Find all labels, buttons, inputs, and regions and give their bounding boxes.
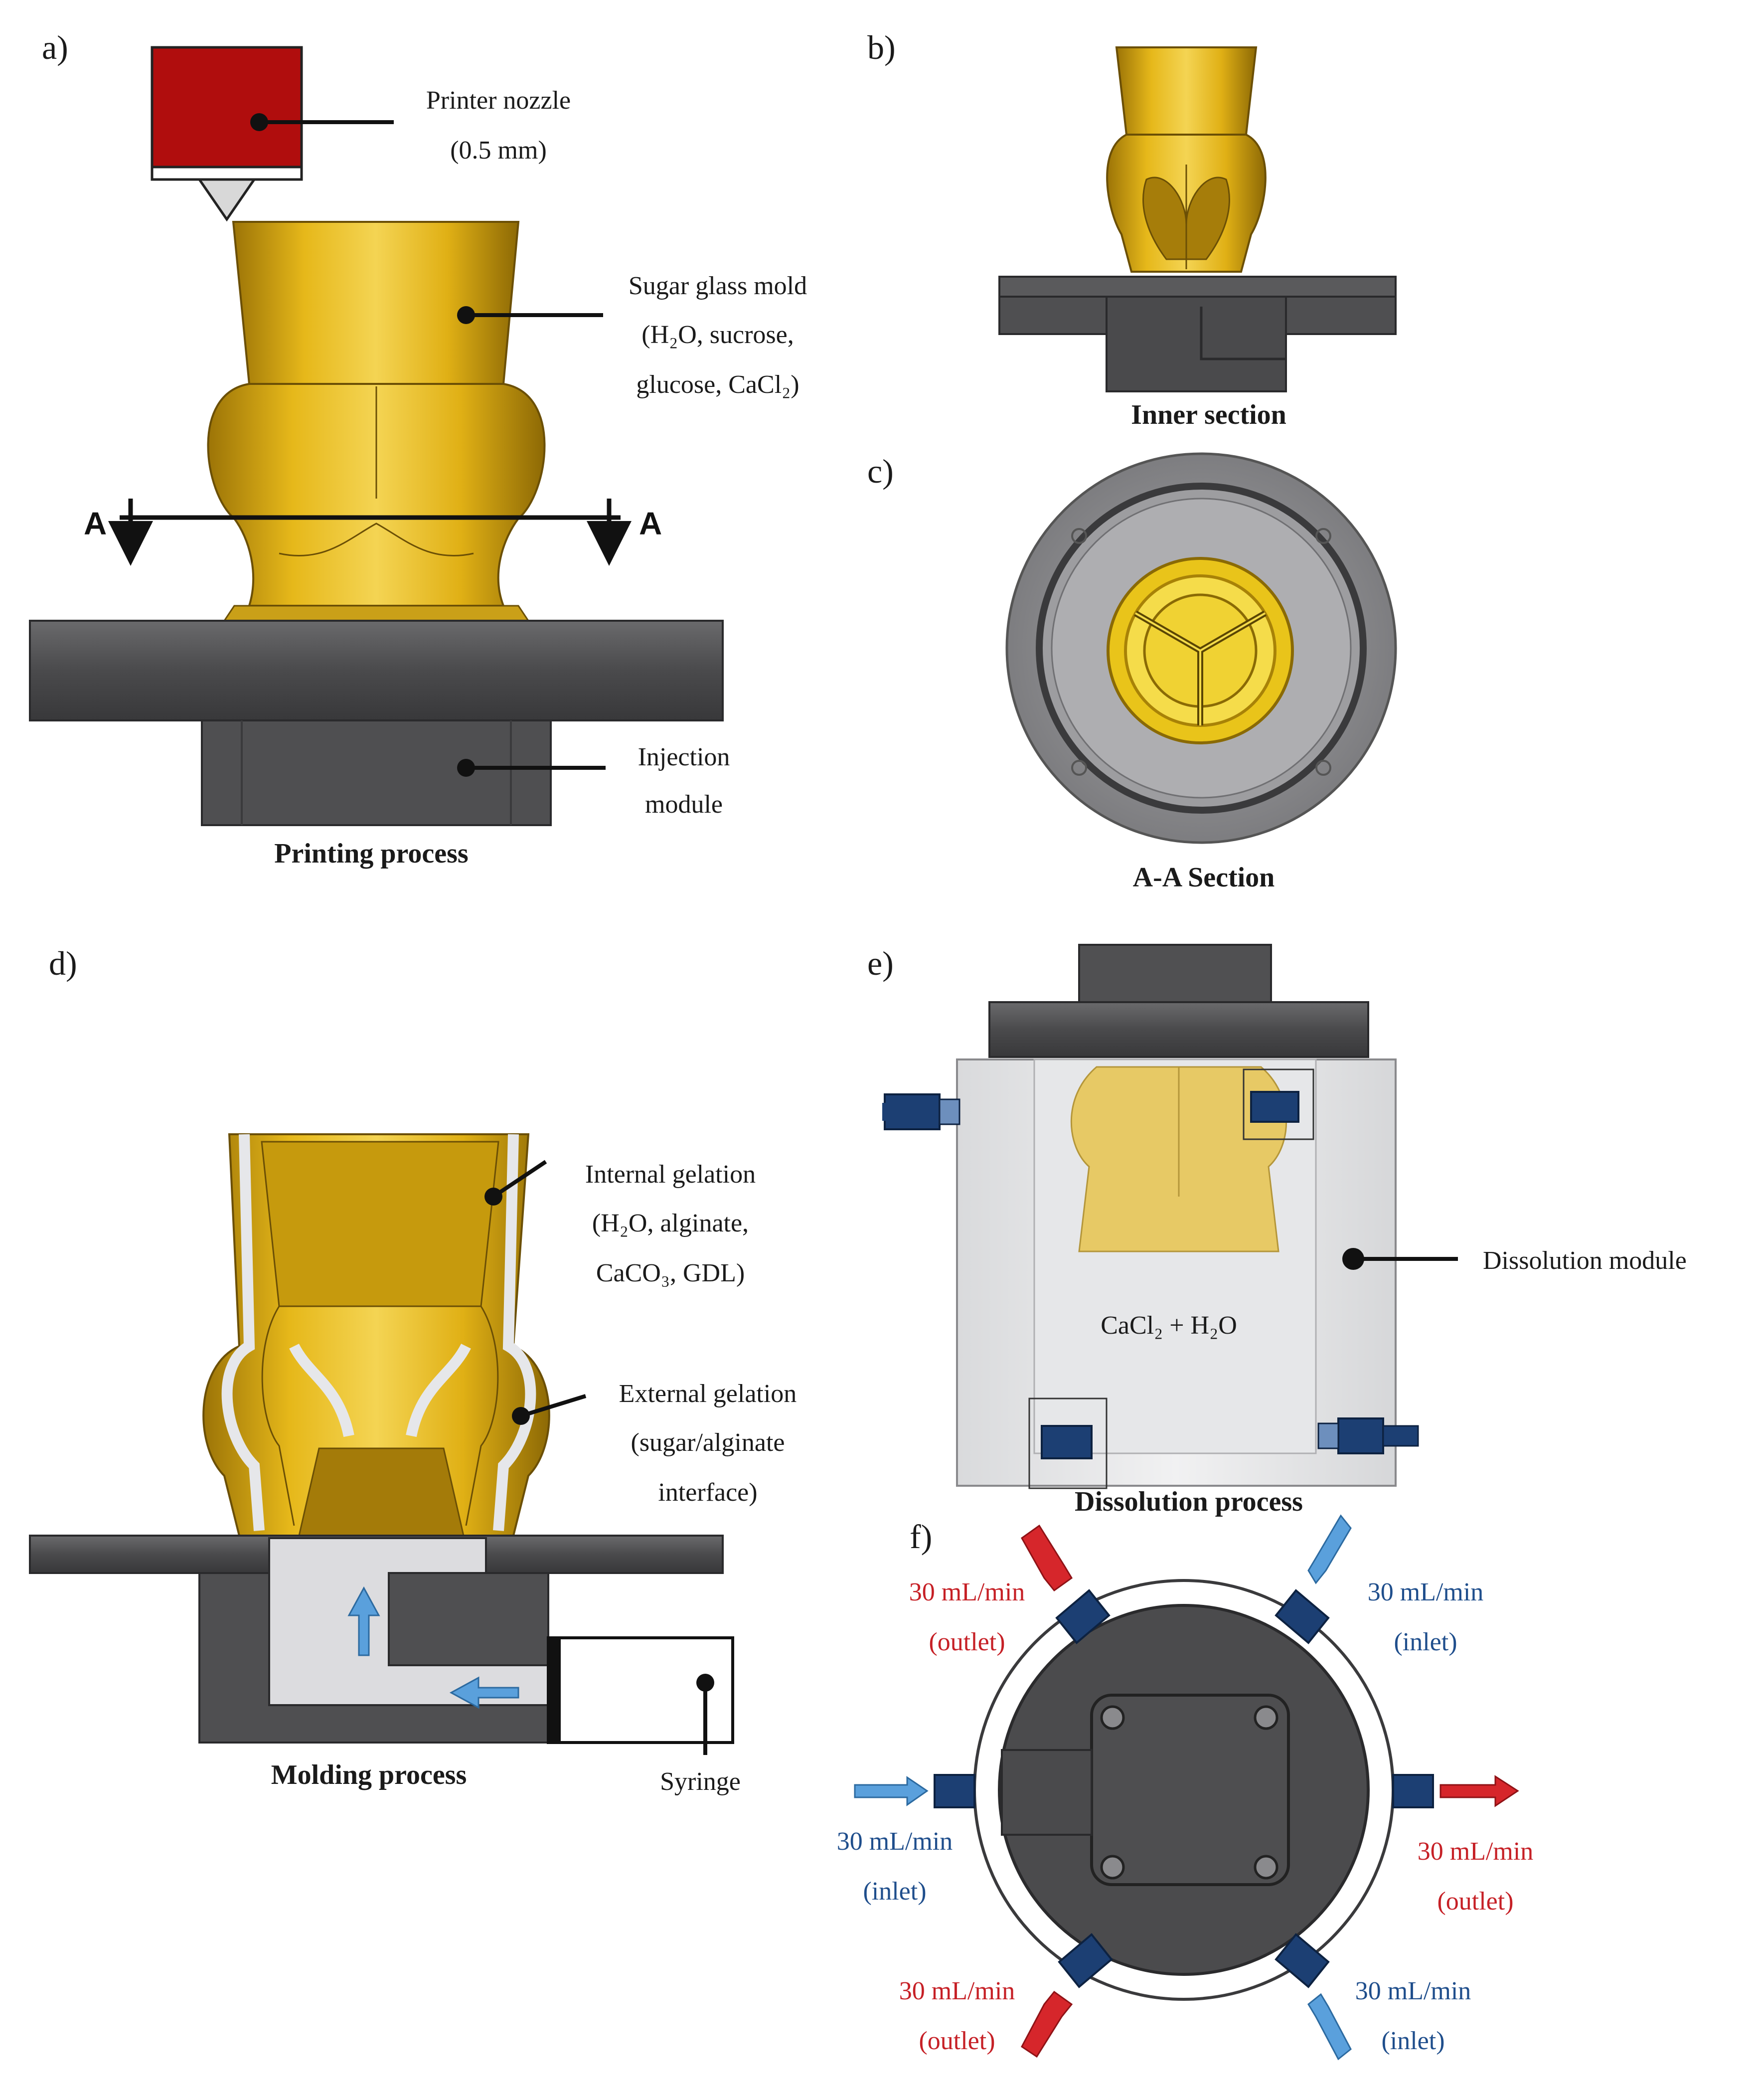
inner-section-mold [1106, 46, 1267, 273]
port-bottom-right [1275, 1933, 1352, 2061]
dissolution-cap [988, 1001, 1369, 1058]
flow-rate-label: 30 mL/min [899, 1977, 1015, 2005]
section-marker-right: A [639, 506, 662, 541]
flow-arrow-up [347, 1586, 380, 1656]
mold-label-line3: glucose, CaCl₂) [636, 370, 799, 399]
outlet-arrow [1021, 1524, 1073, 1592]
panel-c: c) A-A Section [867, 452, 1397, 893]
panel-d-tag: d) [49, 944, 77, 982]
panel-f: f) [837, 1514, 1534, 2061]
panel-e-tag: e) [867, 944, 894, 982]
injection-channel [268, 1537, 549, 1706]
valve-cross-section [1107, 557, 1294, 744]
flow-kind-label: (inlet) [1394, 1628, 1457, 1656]
port-top-left [1021, 1524, 1111, 1644]
dissolution-module-label: Dissolution module [1483, 1246, 1687, 1275]
panel-a-caption: Printing process [274, 838, 468, 869]
module-label-line2: module [645, 790, 723, 819]
sugar-glass-mold [207, 221, 546, 622]
printer-nozzle-tip [197, 178, 257, 222]
section-marker-left: A [84, 506, 107, 541]
printer-nozzle-collar [151, 166, 303, 181]
syringe-label: Syringe [660, 1767, 741, 1796]
molding-mold [202, 1133, 550, 1537]
panel-e-caption: Dissolution process [1075, 1486, 1303, 1517]
inlet-arrow [1307, 1993, 1352, 2061]
bolt-hole [1071, 528, 1087, 544]
panel-b: b) Inner section [867, 28, 1397, 430]
fitting-top-right [1243, 1068, 1314, 1140]
flow-kind-label: (inlet) [863, 1877, 926, 1906]
base-plate [29, 620, 724, 721]
panel-e: e) CaCl₂ + H₂O [867, 944, 1687, 1517]
dissolution-cap-top [1078, 944, 1272, 1006]
flow-rate-label: 30 mL/min [909, 1578, 1025, 1606]
flow-rate-label: 30 mL/min [1418, 1837, 1534, 1866]
inner-section-module [1106, 296, 1287, 392]
port-left [854, 1774, 975, 1808]
bolt-hole [1315, 528, 1331, 544]
port-top-right [1275, 1514, 1352, 1644]
printer-nozzle-body [151, 46, 303, 169]
lid-screw [1254, 1705, 1278, 1730]
flow-rate-label: 30 mL/min [1355, 1977, 1471, 2005]
flow-rate-label: 30 mL/min [837, 1827, 953, 1856]
flow-kind-label: (outlet) [919, 2027, 995, 2055]
outlet-arrow [1439, 1775, 1519, 1807]
solution-label: CaCl₂ + H₂O [1101, 1311, 1237, 1340]
flow-kind-label: (outlet) [929, 1628, 1005, 1656]
nozzle-label-line1: Printer nozzle [426, 86, 571, 115]
fitting-bottom-right [1317, 1417, 1419, 1454]
internal-gelation-line1: Internal gelation [585, 1160, 756, 1189]
external-gelation-line2: (sugar/alginate [631, 1428, 785, 1457]
nozzle-label-line2: (0.5 mm) [450, 136, 547, 165]
panel-b-caption: Inner section [1131, 399, 1286, 430]
external-gelation-line1: External gelation [619, 1380, 797, 1408]
panel-b-tag: b) [867, 28, 896, 66]
internal-gelation-line3: CaCO₃, GDL) [596, 1259, 745, 1287]
panel-f-tag: f) [910, 1518, 932, 1556]
panel-a: a) A A Printer nozzle (0.5 mm) [29, 28, 807, 869]
flow-kind-label: (inlet) [1381, 2027, 1444, 2055]
mold-label-line1: Sugar glass mold [629, 272, 807, 300]
section-line-aa [108, 499, 632, 566]
module-label-line1: Injection [638, 743, 730, 771]
flow-kind-label: (outlet) [1437, 1887, 1513, 1916]
bolt-hole [1315, 760, 1331, 776]
panel-d-caption: Molding process [271, 1759, 467, 1790]
panel-c-tag: c) [867, 452, 894, 490]
lid-screw [1100, 1855, 1125, 1880]
fitting-top-left [882, 1093, 960, 1130]
port-right [1392, 1774, 1519, 1808]
injection-module-body [201, 719, 552, 826]
panel-a-tag: a) [42, 28, 68, 66]
flow-rate-label: 30 mL/min [1368, 1578, 1484, 1606]
inlet-arrow [854, 1776, 929, 1806]
lid-screw [1100, 1705, 1125, 1730]
lid-screw [1254, 1855, 1278, 1880]
mold-label-line2: (H₂O, sucrose, [641, 321, 794, 349]
flow-arrow-left [449, 1676, 519, 1709]
internal-gelation-line2: (H₂O, alginate, [592, 1209, 749, 1237]
panel-d: d) Syringe Internal gelation (H₂O, algin… [29, 944, 797, 1796]
fitting-bottom-left [1028, 1398, 1108, 1489]
external-gelation-line3: interface) [658, 1478, 757, 1507]
inner-section-plate [998, 276, 1397, 298]
inlet-arrow [1307, 1514, 1352, 1584]
bolt-hole [1071, 760, 1087, 776]
syringe-plunger [548, 1638, 561, 1743]
port-bottom-left [1021, 1933, 1113, 2058]
outlet-arrow [1021, 1990, 1073, 2058]
panel-c-caption: A-A Section [1133, 862, 1275, 893]
